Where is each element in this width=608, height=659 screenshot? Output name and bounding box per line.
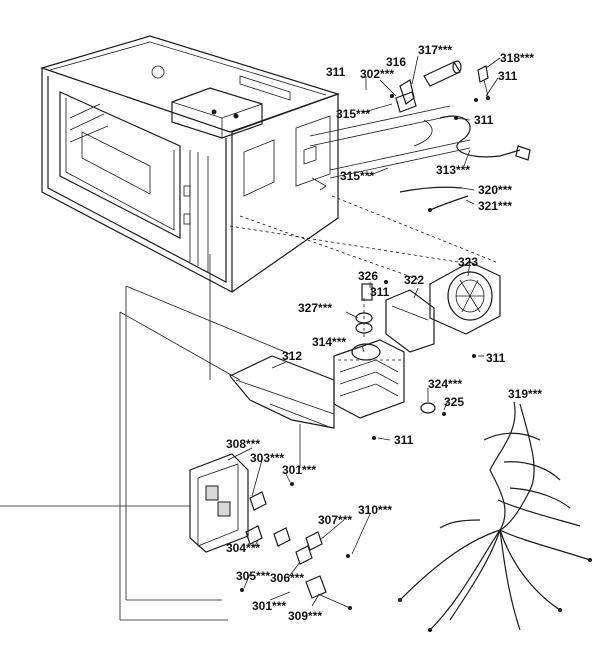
assembly-guide-lines: [0, 195, 497, 621]
label-323: 323: [458, 255, 478, 269]
label-316: 316: [386, 55, 406, 69]
label-301-lower: 301***: [252, 599, 286, 613]
label-326: 326: [358, 269, 378, 283]
label-310: 310***: [358, 503, 392, 517]
label-318: 318***: [500, 51, 534, 65]
label-303: 303***: [250, 451, 284, 465]
magnetron-and-duct: [229, 339, 446, 440]
label-305: 305***: [236, 569, 270, 583]
label-308: 308***: [226, 437, 260, 451]
label-304: 304***: [226, 541, 260, 555]
label-322: 322: [404, 273, 424, 287]
label-302: 302***: [360, 67, 394, 81]
label-321: 321***: [478, 199, 512, 213]
label-319: 319***: [508, 387, 542, 401]
label-307: 307***: [318, 513, 352, 527]
label-324: 324***: [428, 377, 462, 391]
label-312: 312: [282, 349, 302, 363]
wire-harness: [398, 401, 592, 632]
label-327: 327***: [298, 301, 332, 315]
label-320: 320***: [478, 183, 512, 197]
label-311-top-left: 311: [326, 65, 346, 79]
label-314: 314***: [312, 335, 346, 349]
label-311-bottom: 311: [394, 433, 414, 447]
oven-cabinet: [40, 35, 340, 293]
leader-lines: [227, 55, 501, 607]
label-315-upper: 315***: [336, 107, 370, 121]
label-311-top-right: 311: [498, 69, 518, 83]
label-313: 313***: [436, 163, 470, 177]
part-labels: 316 317*** 318*** 311 302*** 311 315*** …: [226, 43, 542, 623]
label-301-upper: 301***: [282, 463, 316, 477]
label-311-magnetron: 311: [486, 351, 506, 365]
label-317: 317***: [418, 43, 452, 57]
label-325: 325: [444, 395, 464, 409]
label-311-mid-right: 311: [474, 113, 494, 127]
label-311-fan: 311: [370, 285, 390, 299]
label-309: 309***: [288, 609, 322, 623]
latch-switch-assembly: [189, 453, 352, 610]
label-306: 306***: [270, 571, 304, 585]
label-315-lower: 315***: [340, 169, 374, 183]
